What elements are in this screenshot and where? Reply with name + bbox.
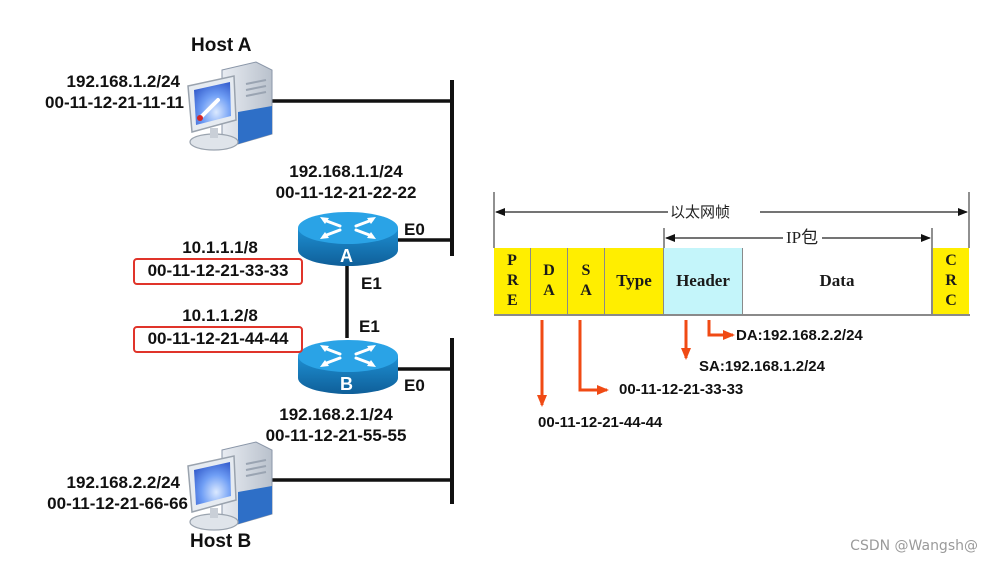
frame-field-da: D A <box>531 248 568 314</box>
host-a-mac: 00-11-12-21-11-11 <box>45 93 184 112</box>
host-a-ip: 192.168.1.2/24 <box>66 72 180 91</box>
router-b-e1-name: E1 <box>359 317 380 336</box>
host-b-computer-icon <box>187 441 273 531</box>
router-b-e1-mac: 00-11-12-21-44-44 <box>147 329 289 348</box>
router-b-e0-mac: 00-11-12-21-55-55 <box>265 426 407 445</box>
router-b-e0-ip: 192.168.2.1/24 <box>279 405 393 424</box>
frame-field-header: Header <box>664 248 743 314</box>
frame-field-pre: P R E <box>494 248 531 314</box>
host-a-computer-icon <box>187 61 273 151</box>
eth-sa-arrow <box>578 320 609 395</box>
router-b-e0-name: E0 <box>404 376 425 395</box>
ip-da-arrow <box>707 320 735 340</box>
router-a-e0-ip: 192.168.1.1/24 <box>289 162 403 181</box>
eth-sa-annotation: 00-11-12-21-33-33 <box>619 381 744 398</box>
router-a-e1-mac-highlight <box>133 258 303 285</box>
host-b-name: Host B <box>190 531 252 552</box>
host-b-ip: 192.168.2.2/24 <box>66 473 180 492</box>
router-a-e1-mac: 00-11-12-21-33-33 <box>147 261 289 280</box>
router-b-e1-mac-highlight <box>133 326 303 353</box>
router-a-icon <box>298 212 398 266</box>
frame-field-type: Type <box>605 248 664 314</box>
frame-field-crc: C R C <box>932 248 969 314</box>
router-a-e0-mac: 00-11-12-21-22-22 <box>275 183 417 202</box>
router-b-label: B <box>340 374 353 394</box>
ethernet-frame: P R E D A S A Type Header Data C R C <box>494 248 970 316</box>
router-a-e1-ip: 10.1.1.1/8 <box>182 238 258 257</box>
ip-packet-title: IP包 <box>784 228 821 247</box>
router-b-icon <box>298 340 398 394</box>
host-b-mac: 00-11-12-21-66-66 <box>47 494 188 513</box>
watermark: CSDN @Wangsh@ <box>850 538 978 554</box>
router-a-label: A <box>340 246 353 266</box>
router-a-e1-name: E1 <box>361 274 382 293</box>
frame-field-sa: S A <box>568 248 605 314</box>
frame-field-data: Data <box>743 248 932 314</box>
ethernet-frame-title: 以太网帧 <box>668 203 733 221</box>
ip-sa-annotation: SA:192.168.1.2/24 <box>699 358 825 375</box>
router-a-e0-name: E0 <box>404 220 425 239</box>
ip-da-annotation: DA:192.168.2.2/24 <box>736 327 863 344</box>
router-b-e1-ip: 10.1.1.2/8 <box>182 306 258 325</box>
host-a-name: Host A <box>191 35 252 56</box>
eth-da-annotation: 00-11-12-21-44-44 <box>538 414 663 431</box>
